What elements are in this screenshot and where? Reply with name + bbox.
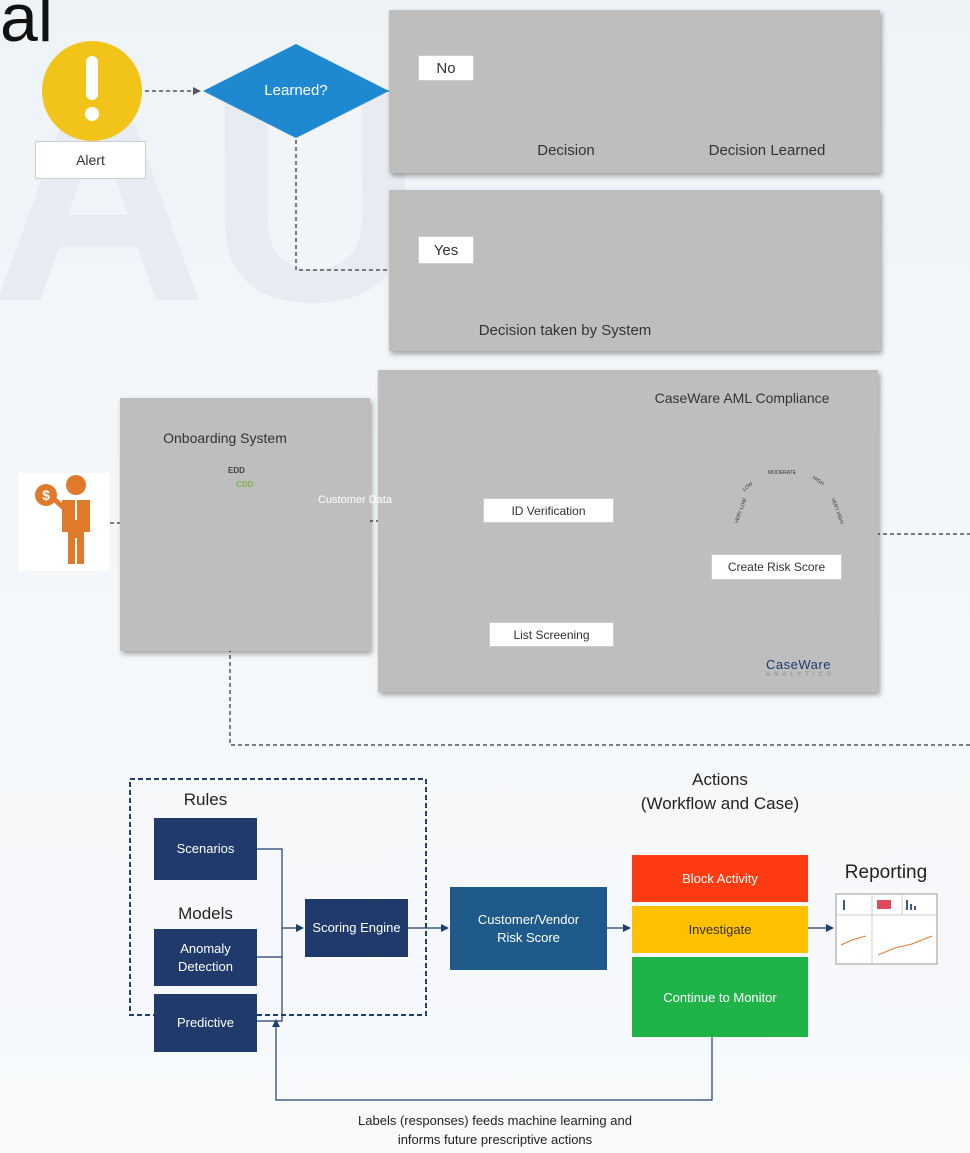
id-verification-label: ID Verification [511,503,586,518]
svg-text:$: $ [42,487,50,503]
predictive-box: Predictive [154,994,257,1052]
partial-title: al [0,0,53,56]
cdd-label: CDD [236,480,254,489]
learned-diamond [203,44,389,138]
yes-label-box: Yes [418,236,474,264]
risk-score-box-bottom: Customer/Vendor Risk Score [450,887,607,970]
compliance-panel [378,370,878,692]
id-verification-box: ID Verification [483,498,614,523]
scenarios-box: Scenarios [154,818,257,880]
no-label-box: No [418,55,474,81]
onboarding-title: Onboarding System [163,430,287,446]
learned-diamond-label: Learned? [264,82,328,99]
continue-monitor-box: Continue to Monitor [632,957,808,1037]
compliance-title: CaseWare AML Compliance [654,390,830,406]
decision-label: Decision [537,142,595,159]
reporting-header: Reporting [844,862,928,883]
edd-label: EDD [228,466,245,475]
investigate-box: Investigate [632,906,808,953]
no-label: No [436,59,456,77]
report-thumbnail-icon [835,893,938,965]
warning-icon [42,41,142,141]
decision-system-label: Decision taken by System [478,322,652,339]
feedback-line-1: Labels (responses) feeds machine learnin… [358,1113,632,1128]
caseware-logo-text: CaseWare [766,657,831,672]
list-screening-box: List Screening [489,622,614,647]
models-header: Models [178,904,233,923]
decision-system-panel [389,190,880,351]
actions-header-2: (Workflow and Case) [640,794,800,813]
list-screening-label: List Screening [513,627,590,642]
customer-data-label: Customer Data [318,494,392,506]
actions-header-1: Actions [692,770,748,789]
block-activity-box: Block Activity [632,855,808,902]
scoring-engine-box: Scoring Engine [305,899,408,957]
anomaly-detection-box: Anomaly Detection [154,929,257,986]
yes-label: Yes [433,241,459,259]
risk-score-label: Create Risk Score [727,560,826,574]
alert-label-box: Alert [35,141,146,179]
rules-header: Rules [183,790,228,809]
feedback-line-2: informs future prescriptive actions [397,1132,593,1147]
decision-learned-panel [389,10,880,173]
caseware-logo-sub: ANALYTICS [766,672,835,678]
risk-score-box: Create Risk Score [711,554,842,580]
gauge-label-moderate: MODERATE [768,470,796,476]
rules-models-group [129,778,427,1016]
alert-label: Alert [76,152,105,168]
person-money-icon: $ [18,473,110,571]
decision-learned-label: Decision Learned [708,142,826,159]
